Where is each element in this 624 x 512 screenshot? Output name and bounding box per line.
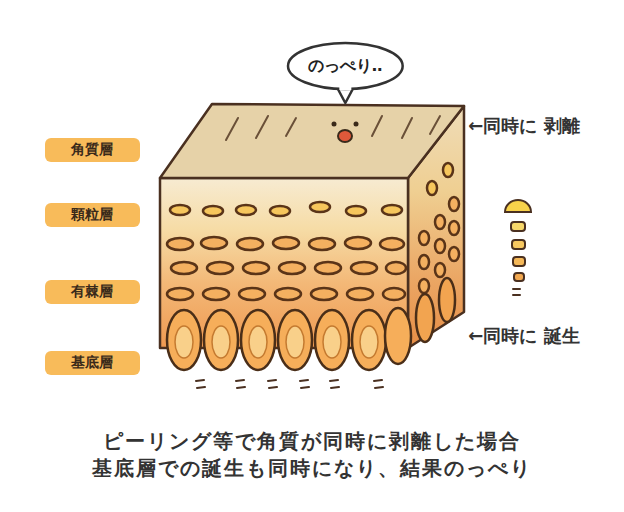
layer-name: 基底層	[71, 354, 113, 372]
basal-cells	[167, 278, 455, 370]
top-hatch	[226, 116, 440, 140]
layer-tag: 有棘層	[45, 280, 140, 304]
shedding-icon	[505, 200, 531, 295]
layer-tag: 基底層	[45, 351, 140, 375]
basal-nuclei	[175, 326, 378, 358]
layer-name: 角質層	[71, 141, 113, 159]
bubble-text: のっぺり‥	[308, 56, 383, 77]
granular-cells	[170, 163, 453, 216]
caption: ピーリング等で角質が同時に剥離した場合 基底層での誕生も同時になり、結果のっぺり	[52, 428, 572, 482]
spinous-cells	[167, 197, 459, 300]
layer-tag: 角質層	[45, 138, 140, 162]
birth-marks	[196, 380, 383, 388]
top-face	[160, 104, 464, 178]
note-label: ←同時に 誕生	[466, 322, 582, 350]
layer-name: 顆粒層	[71, 206, 113, 224]
speech-bubble: のっぺり‥	[286, 41, 405, 91]
face	[332, 122, 359, 143]
layer-name: 有棘層	[71, 283, 113, 301]
note-label: ←同時に 剥離	[466, 112, 582, 140]
layer-tag: 顆粒層	[45, 203, 140, 227]
